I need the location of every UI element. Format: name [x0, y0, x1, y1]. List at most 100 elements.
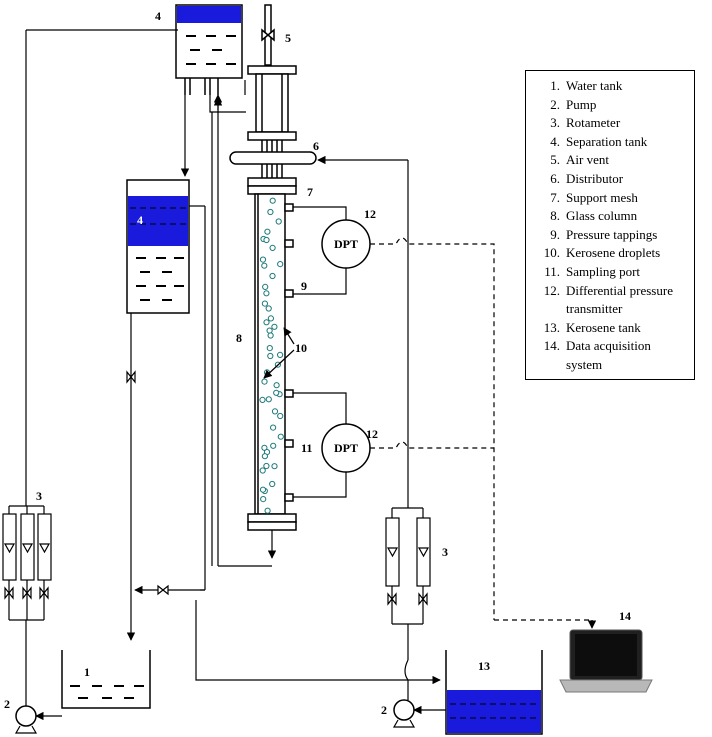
label-water-tank: 1 — [84, 665, 90, 679]
droplet — [270, 442, 277, 449]
legend-item-number: 7. — [550, 189, 560, 205]
legend-item-text: Sampling port — [566, 263, 641, 279]
droplet — [267, 315, 274, 322]
droplet — [267, 352, 274, 360]
droplet — [269, 244, 276, 251]
droplet — [261, 262, 268, 269]
legend-item-text: Data acquisition system — [566, 338, 651, 372]
pump-right: 2 — [381, 699, 416, 728]
dpt-impulse-lines — [293, 206, 347, 498]
laptop: 14 — [559, 609, 653, 693]
legend-item-number: 4. — [550, 133, 560, 149]
kerosene-tank: 13 — [445, 650, 543, 735]
legend-item-text: Support mesh — [566, 189, 638, 205]
legend-item: 1.Water tank — [538, 77, 688, 96]
droplet — [261, 300, 268, 307]
rotameter-bank-right — [385, 507, 431, 625]
label-tapping: 9 — [301, 279, 307, 293]
legend-item-text: Kerosene tank — [566, 319, 641, 335]
legend-item-number: 13. — [543, 319, 560, 335]
legend-item-number: 3. — [550, 115, 560, 131]
label-sampling-port: 11 — [301, 441, 312, 455]
droplet — [263, 319, 270, 326]
label-separation-tank-middle: 4 — [137, 213, 143, 227]
label-support-mesh: 7 — [307, 185, 313, 199]
droplet — [271, 463, 278, 470]
label-daq: 14 — [619, 609, 631, 623]
legend-item-text: Separation tank — [566, 133, 648, 149]
droplet — [267, 208, 274, 216]
legend-item: 7. Support mesh — [538, 189, 688, 208]
legend-item: 5.Air vent — [538, 151, 688, 170]
legend-item-text: Glass column — [566, 208, 638, 224]
legend-item: 9. Pressure tappings — [538, 226, 688, 245]
separation-tank-top: 4 — [155, 4, 243, 79]
label-dpt-top: 12 — [364, 207, 376, 221]
dpt-top-label: DPT — [334, 237, 358, 251]
legend-item-text: Distributor — [566, 170, 624, 186]
droplet — [271, 408, 279, 415]
legend-item: 2. Pump — [538, 96, 688, 115]
signal-lines — [370, 237, 592, 621]
legend-item-number: 11. — [544, 263, 560, 279]
legend-item-text: Pressure tappings — [566, 226, 658, 242]
label-pump-right: 2 — [381, 703, 387, 717]
droplet — [265, 305, 272, 312]
legend-item-number: 8. — [550, 208, 560, 224]
droplet — [277, 433, 284, 440]
droplet — [260, 496, 267, 503]
pump-left: 2 — [4, 697, 38, 734]
droplet — [261, 444, 268, 451]
legend-item-number: 2. — [550, 96, 560, 112]
legend-item-number: 10. — [543, 245, 560, 261]
legend-item-text: Pump — [566, 96, 597, 112]
legend-item: 8. Glass column — [538, 207, 688, 226]
droplet — [277, 261, 284, 268]
label-kerosene-tank: 13 — [478, 659, 490, 673]
droplet — [277, 351, 284, 358]
separation-tank-middle: 4 — [126, 179, 190, 314]
dpt-bottom: DPT — [321, 423, 371, 473]
label-rotameter-right: 3 — [442, 545, 448, 559]
droplet — [259, 467, 266, 474]
droplet — [267, 332, 274, 339]
label-droplets: 10 — [295, 341, 307, 355]
kerosene-layer-top — [177, 6, 241, 23]
droplet — [269, 272, 276, 280]
distributor — [229, 151, 317, 165]
droplet — [269, 480, 276, 488]
droplet — [259, 486, 267, 493]
droplet — [259, 256, 267, 263]
legend-item-number: 12. — [543, 282, 560, 298]
legend-item: 3.Rotameter — [538, 114, 688, 133]
droplet — [271, 323, 278, 330]
droplet — [270, 424, 277, 431]
droplets-pointer — [263, 327, 295, 379]
droplet — [273, 389, 280, 396]
legend-item: 13. Kerosene tank — [538, 319, 688, 338]
legend-item-number: 5. — [550, 152, 560, 168]
label-air-vent: 5 — [285, 31, 291, 45]
legend-item: 6.Distributor — [538, 170, 688, 189]
legend-item-text: Water tank — [566, 78, 623, 93]
label-pump-left: 2 — [4, 697, 10, 711]
droplet — [263, 236, 270, 244]
legend-item: 4. Separation tank — [538, 133, 688, 152]
dpt-top: DPT — [321, 219, 371, 269]
legend-item: 12.Differential pressure transmitter — [538, 282, 688, 319]
support-mesh — [247, 185, 297, 195]
droplet — [273, 382, 280, 389]
droplet — [265, 396, 272, 403]
droplet — [263, 462, 270, 470]
water-tank: 1 — [61, 650, 151, 709]
dpt-bottom-label: DPT — [334, 441, 358, 455]
legend-item: 10.Kerosene droplets — [538, 244, 688, 263]
rotameter-bank-left — [2, 505, 52, 621]
piping — [25, 29, 446, 721]
droplet — [264, 507, 271, 514]
droplet — [275, 218, 282, 225]
legend-item-number: 9. — [550, 226, 560, 242]
droplet — [261, 453, 268, 460]
legend-item: 14.Data acquisition system — [538, 337, 688, 374]
label-rotameter-left: 3 — [36, 489, 42, 503]
